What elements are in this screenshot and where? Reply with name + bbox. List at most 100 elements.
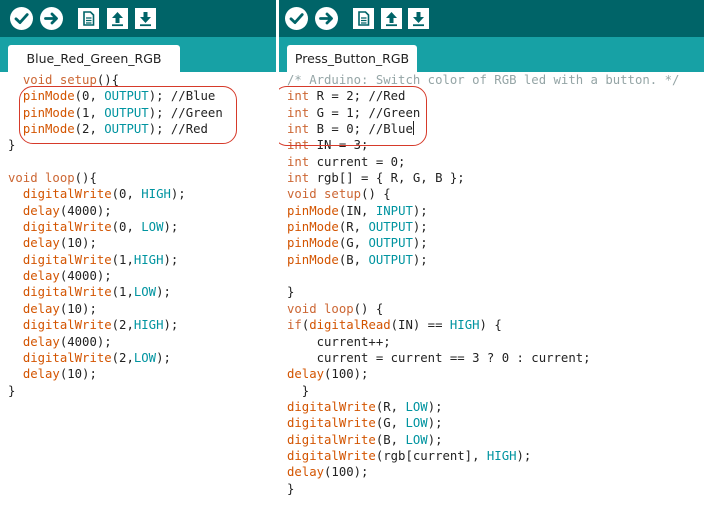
verify-check-icon[interactable] bbox=[285, 7, 308, 30]
code-token: OUTPUT bbox=[368, 236, 413, 251]
upload-arrow-icon[interactable] bbox=[315, 7, 338, 30]
code-line[interactable]: int R = 2; //Red bbox=[287, 88, 679, 104]
code-line[interactable]: void loop() { bbox=[287, 301, 679, 317]
code-line[interactable]: digitalWrite(B, LOW); bbox=[287, 432, 679, 448]
code-line[interactable]: if(digitalRead(IN) == HIGH) { bbox=[287, 317, 679, 333]
code-line[interactable]: digitalWrite(0, LOW); bbox=[8, 219, 223, 235]
code-token: HIGH bbox=[133, 318, 164, 333]
code-token: void bbox=[8, 171, 38, 186]
code-token: digitalRead bbox=[309, 318, 391, 333]
code-line[interactable]: void loop(){ bbox=[8, 170, 223, 186]
code-token bbox=[38, 171, 45, 185]
code-line[interactable]: } bbox=[287, 481, 679, 497]
code-line[interactable]: pinMode(B, OUTPUT); bbox=[287, 252, 679, 268]
code-token: (2, bbox=[111, 318, 134, 333]
code-token: delay bbox=[287, 367, 325, 382]
code-line[interactable]: delay(10); bbox=[8, 366, 223, 382]
code-token: ); bbox=[412, 203, 428, 218]
code-line[interactable]: current++; bbox=[287, 334, 679, 350]
code-line[interactable]: current = current == 3 ? 0 : current; bbox=[287, 350, 679, 366]
code-line[interactable]: delay(100); bbox=[287, 366, 679, 382]
code-line[interactable] bbox=[287, 268, 679, 284]
code-token bbox=[52, 73, 59, 87]
code-line[interactable]: } bbox=[287, 383, 679, 399]
code-line[interactable]: delay(4000); bbox=[8, 334, 223, 350]
code-line[interactable]: digitalWrite(rgb[current], HIGH); bbox=[287, 448, 679, 464]
code-token: LOW bbox=[405, 399, 428, 414]
code-line[interactable]: pinMode(1, OUTPUT); //Green bbox=[8, 105, 223, 121]
code-token: (4000); bbox=[59, 334, 112, 349]
code-line[interactable]: digitalWrite(2,LOW); bbox=[8, 350, 223, 366]
code-token: ); //Green bbox=[148, 105, 223, 120]
save-sketch-icon[interactable] bbox=[407, 7, 430, 30]
code-line[interactable]: digitalWrite(R, LOW); bbox=[287, 399, 679, 415]
code-token: (10); bbox=[59, 236, 97, 251]
code-token: } bbox=[8, 138, 16, 153]
code-token: (B, bbox=[338, 252, 369, 267]
code-line[interactable]: } bbox=[287, 284, 679, 300]
open-sketch-icon[interactable] bbox=[380, 7, 403, 30]
code-token: digitalWrite bbox=[287, 432, 376, 447]
right-code-editor[interactable]: /* Arduino: Switch color of RGB led with… bbox=[287, 72, 679, 497]
code-token: (rgb[current], bbox=[375, 448, 487, 463]
code-line[interactable]: int rgb[] = { R, G, B }; bbox=[287, 170, 679, 186]
verify-check-icon[interactable] bbox=[10, 7, 33, 30]
right-tab-strip: Press_Button_RGB bbox=[279, 37, 704, 72]
code-line[interactable]: digitalWrite(G, LOW); bbox=[287, 415, 679, 431]
code-token: INPUT bbox=[375, 203, 413, 218]
tab-blue-red-green-rgb[interactable]: Blue_Red_Green_RGB bbox=[8, 45, 180, 72]
code-token: (){ bbox=[96, 73, 120, 87]
code-token: delay bbox=[22, 269, 60, 284]
code-line[interactable]: pinMode(G, OUTPUT); bbox=[287, 235, 679, 251]
left-toolbar bbox=[0, 0, 276, 37]
new-sketch-icon[interactable] bbox=[77, 7, 100, 30]
upload-arrow-icon[interactable] bbox=[40, 7, 63, 30]
code-line[interactable]: pinMode(2, OUTPUT); //Red bbox=[8, 121, 223, 137]
code-line[interactable]: digitalWrite(1,HIGH); bbox=[8, 252, 223, 268]
code-line[interactable]: delay(10); bbox=[8, 301, 223, 317]
code-line[interactable]: digitalWrite(0, HIGH); bbox=[8, 186, 223, 202]
code-token bbox=[8, 204, 23, 218]
code-line[interactable]: delay(100); bbox=[287, 464, 679, 480]
code-line[interactable]: digitalWrite(1,LOW); bbox=[8, 284, 223, 300]
code-token: digitalWrite bbox=[22, 252, 112, 267]
code-line[interactable] bbox=[8, 154, 223, 170]
code-token: () { bbox=[353, 301, 384, 316]
code-token: pinMode bbox=[287, 203, 339, 218]
code-line[interactable]: int current = 0; bbox=[287, 154, 679, 170]
code-line[interactable]: int G = 1; //Green bbox=[287, 105, 679, 121]
code-line[interactable]: /* Arduino: Switch color of RGB led with… bbox=[287, 72, 679, 88]
code-token: (0, bbox=[111, 187, 142, 202]
code-line[interactable]: pinMode(IN, INPUT); bbox=[287, 203, 679, 219]
code-line[interactable]: void setup() { bbox=[287, 186, 679, 202]
open-sketch-icon[interactable] bbox=[106, 7, 129, 30]
left-code-editor[interactable]: void setup(){ pinMode(0, OUTPUT); //Blue… bbox=[8, 72, 223, 399]
code-token: ); bbox=[156, 350, 171, 365]
code-token: ); bbox=[412, 252, 428, 267]
code-line[interactable]: delay(4000); bbox=[8, 268, 223, 284]
code-line[interactable]: delay(10); bbox=[8, 235, 223, 251]
save-sketch-icon[interactable] bbox=[134, 7, 157, 30]
code-token: OUTPUT bbox=[104, 105, 149, 120]
code-token: if bbox=[287, 318, 302, 333]
code-token: current = current == 3 ? 0 : current; bbox=[287, 350, 591, 365]
code-line[interactable]: void setup(){ bbox=[8, 72, 223, 88]
code-token: (IN, bbox=[338, 203, 376, 218]
code-token: } bbox=[8, 383, 16, 398]
code-token: HIGH bbox=[486, 448, 517, 463]
code-token: ); bbox=[427, 416, 443, 431]
code-token: digitalWrite bbox=[22, 187, 112, 202]
code-line[interactable]: delay(4000); bbox=[8, 203, 223, 219]
text-caret bbox=[412, 121, 414, 136]
new-sketch-icon[interactable] bbox=[352, 7, 375, 30]
code-line[interactable]: int B = 0; //Blue bbox=[287, 121, 679, 137]
code-token: ); bbox=[170, 187, 186, 202]
code-line[interactable]: } bbox=[8, 137, 223, 153]
code-token: int bbox=[287, 171, 310, 186]
code-line[interactable]: } bbox=[8, 383, 223, 399]
code-token: int bbox=[287, 105, 310, 120]
code-line[interactable]: pinMode(0, OUTPUT); //Blue bbox=[8, 88, 223, 104]
code-line[interactable]: pinMode(R, OUTPUT); bbox=[287, 219, 679, 235]
tab-press-button-rgb[interactable]: Press_Button_RGB bbox=[287, 45, 417, 72]
code-line[interactable]: digitalWrite(2,HIGH); bbox=[8, 317, 223, 333]
